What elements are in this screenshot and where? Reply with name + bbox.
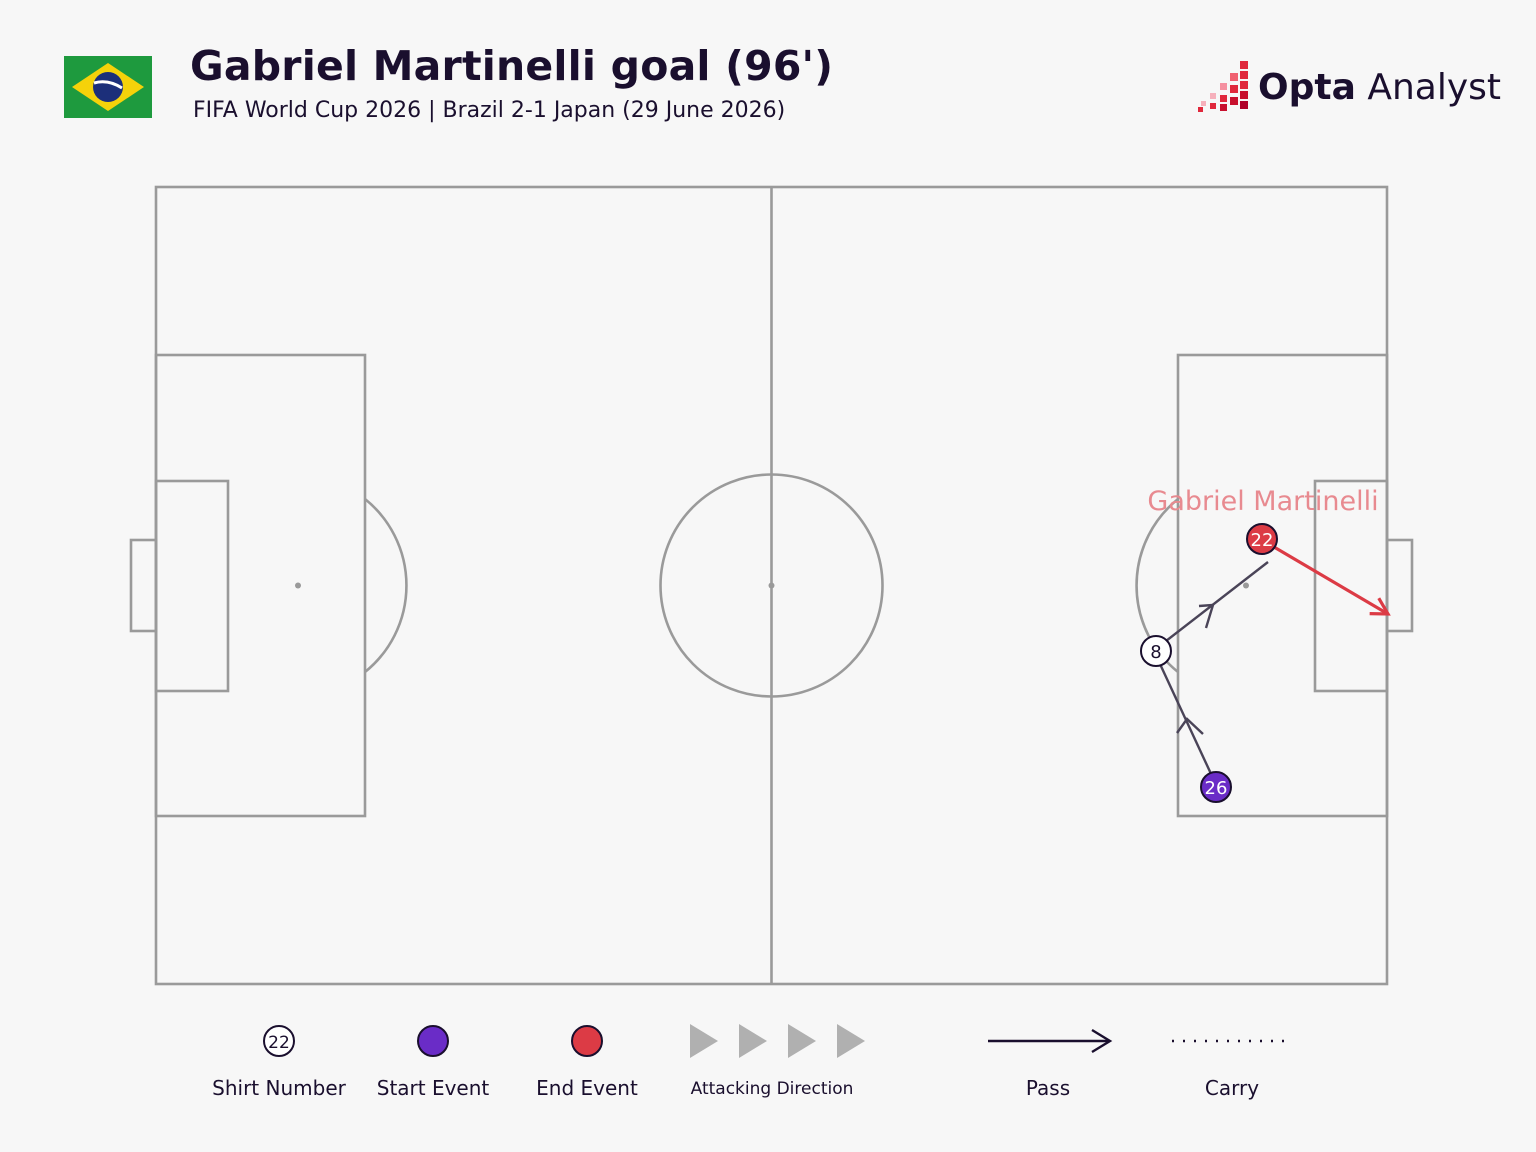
page-title: Gabriel Martinelli goal (96') [190,42,834,90]
start-event-marker [1200,771,1232,803]
shot-line [1273,545,1391,616]
page-subtitle: FIFA World Cup 2026 | Brazil 2-1 Japan (… [193,98,786,123]
shirt-number-marker [1140,635,1172,667]
scorer-name-label: Gabriel Martinelli [1147,486,1378,517]
legend-icons: 22 [263,1024,1292,1058]
legend-carry-label: Carry [1204,1076,1260,1100]
right-penalty-spot [1243,582,1249,589]
attacking-direction-arrows-icon [690,1024,865,1058]
legend-attacking-direction-label: Attacking Direction [690,1079,854,1099]
right-goal [1385,538,1414,633]
left-six-yard-box [154,479,230,693]
left-penalty-spot [295,582,301,589]
pass-arrowhead [1198,603,1215,629]
center-spot [768,582,775,589]
right-penalty-box [1176,353,1389,818]
player-number: 22 [1251,530,1274,551]
pass-arrowhead [1176,717,1204,735]
left-penalty-box [154,353,367,818]
legend-start-event-icon [417,1025,449,1057]
legend-shirt-sample: 22 [268,1033,290,1053]
legend-shirt-number-icon [263,1025,295,1057]
football-pitch: 26 8 22 Gabriel Martinelli [129,185,1414,986]
end-event-marker [1246,523,1278,555]
legend-pass-arrowhead [1091,1028,1113,1054]
player-number: 8 [1150,642,1161,663]
opta-analyst-brand: Opta Analyst [1196,60,1501,114]
brand-name: Opta Analyst [1258,66,1501,108]
pass-line [1165,561,1269,642]
left-penalty-arc [364,497,408,674]
legend-end-event-label: End Event [536,1076,638,1100]
opta-logo-icon [1198,61,1248,112]
legend-start-event-label: Start Event [376,1076,490,1100]
player-number: 26 [1205,778,1228,799]
legend-end-event-icon [571,1025,603,1057]
legend-pass-label: Pass [1025,1076,1071,1100]
center-circle [659,473,884,698]
brazil-flag-icon [64,56,152,118]
left-goal [129,538,158,633]
legend-shirt-number-label: Shirt Number [212,1076,346,1100]
